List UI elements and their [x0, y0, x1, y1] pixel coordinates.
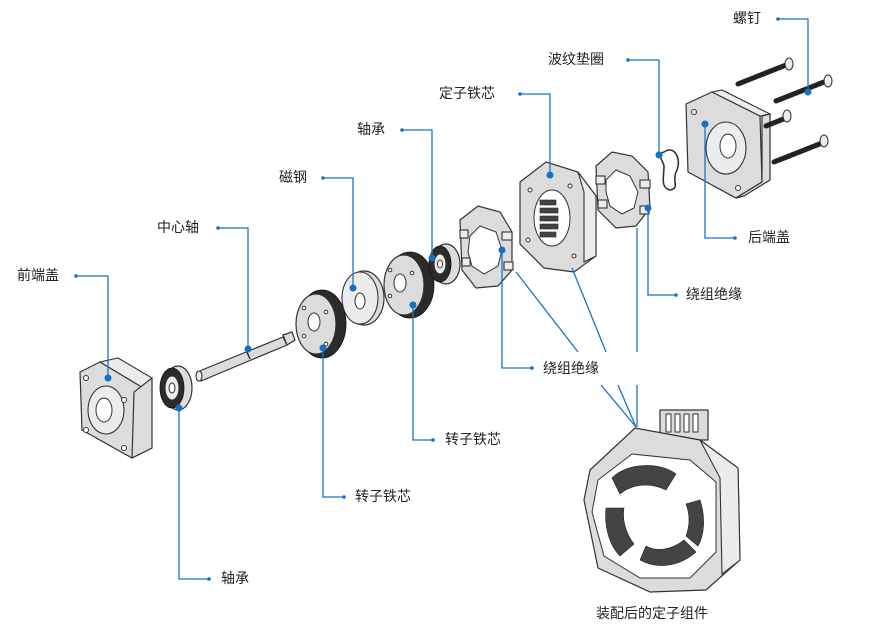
winding-insulation-front	[459, 205, 514, 289]
label-rotor-core-left: 转子铁芯	[355, 489, 411, 505]
center-shaft	[195, 331, 296, 382]
stator-core	[519, 161, 597, 273]
winding-insulation-rear	[595, 151, 651, 229]
front-end-cover	[79, 357, 153, 459]
label-magnet: 磁钢	[279, 170, 307, 186]
label-front-end-cover: 前端盖	[17, 268, 59, 284]
label-assembled-stator: 装配后的定子组件	[596, 606, 708, 622]
rotor-core-right	[383, 251, 435, 319]
screw	[773, 74, 833, 104]
stator-teeth	[539, 199, 559, 238]
label-bearing-rear: 轴承	[357, 122, 385, 138]
label-wave-washer: 波纹垫圈	[548, 52, 604, 68]
magnet-disc	[341, 270, 385, 326]
screw	[771, 134, 829, 165]
rotor-core-left	[295, 289, 347, 359]
connector-pins	[665, 413, 699, 433]
label-screw: 螺钉	[733, 11, 761, 27]
screw	[735, 57, 794, 87]
stator-windings	[605, 465, 704, 566]
rear-bearing	[428, 243, 461, 285]
label-bearing-front: 轴承	[221, 571, 249, 587]
rear-end-cover	[685, 89, 772, 199]
label-rotor-core-right: 转子铁芯	[445, 432, 501, 448]
assembled-stator-assembly	[583, 409, 741, 593]
label-center-shaft: 中心轴	[157, 220, 199, 236]
screw	[763, 109, 792, 129]
label-rear-end-cover: 后端盖	[748, 230, 790, 246]
label-winding-insulation-center: 绕组绝缘	[543, 361, 599, 377]
screws	[735, 57, 833, 165]
label-stator-core: 定子铁芯	[439, 86, 495, 102]
front-bearing	[159, 365, 193, 411]
label-winding-insulation-right: 绕组绝缘	[686, 287, 742, 303]
leader-lines	[74, 17, 812, 581]
wave-washer	[659, 149, 680, 191]
